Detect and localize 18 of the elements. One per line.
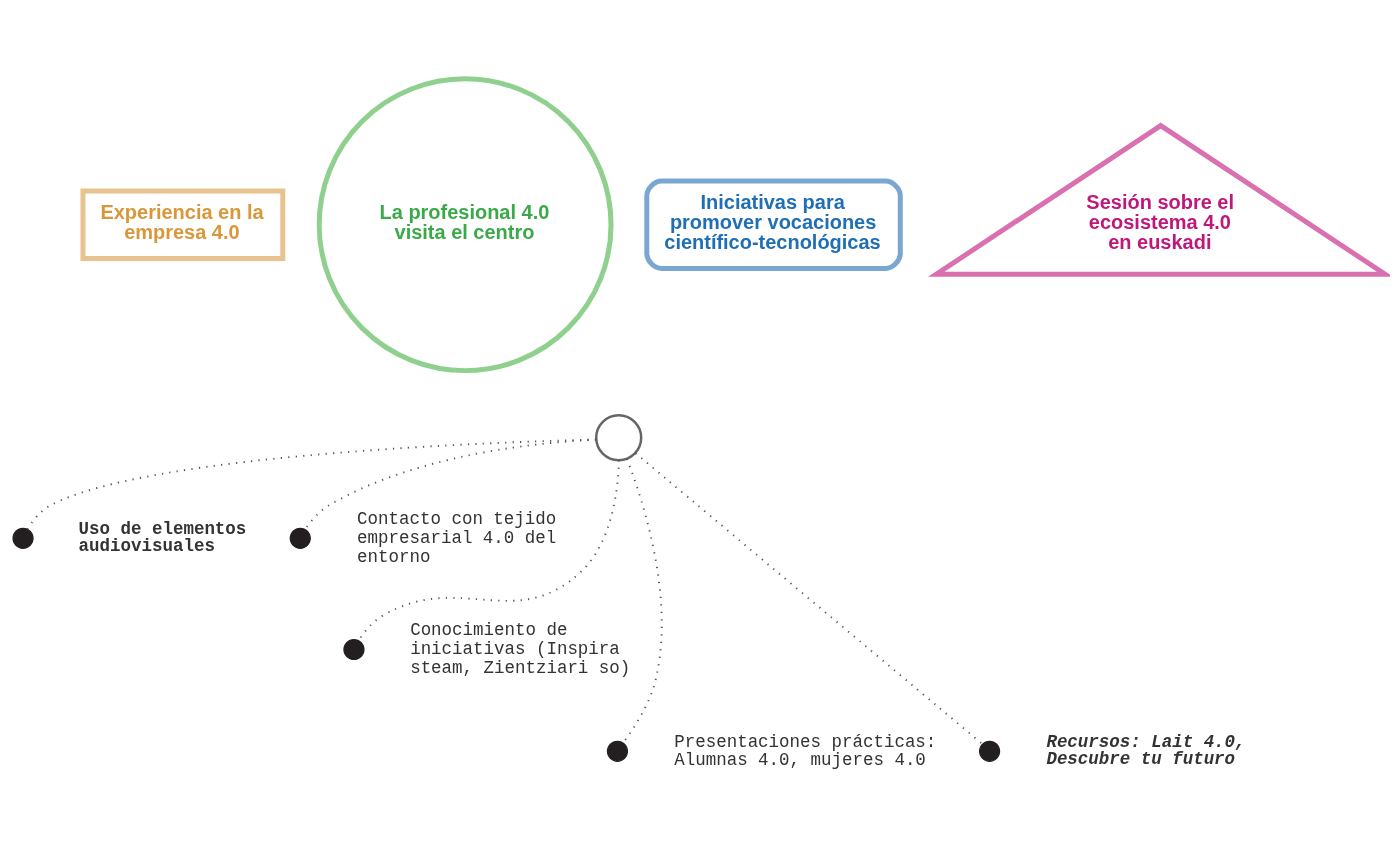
node-box: Experiencia en la empresa 4.0 (80, 188, 286, 261)
node-label: Contacto con tejido empresarial 4.0 del entorno (357, 508, 557, 567)
node-circle: La profesional 4.0 visita el centro (316, 75, 614, 373)
node-circle (12, 527, 34, 549)
connector (634, 451, 984, 745)
connector (26, 438, 598, 530)
node-label: Uso de elementos audiovisuales (78, 518, 247, 556)
node-circle (289, 527, 311, 549)
connector (304, 438, 597, 530)
node-circle (343, 638, 365, 660)
node-circle (978, 740, 1001, 762)
node-circle (606, 740, 629, 762)
node-label: Conocimiento de iniciativas (Inspira steam, Zientziari so) (410, 619, 631, 678)
node-circle (594, 413, 643, 462)
node-label: Recursos: Lait 4.0, Descubre tu futuro (1046, 731, 1246, 769)
node-box: Iniciativas para promover vocaciones científico-tecnológicas (644, 178, 903, 271)
connector (357, 458, 620, 641)
node-label: Presentaciones prácticas: Alumnas 4.0, mujeres 4.0 (674, 731, 937, 770)
